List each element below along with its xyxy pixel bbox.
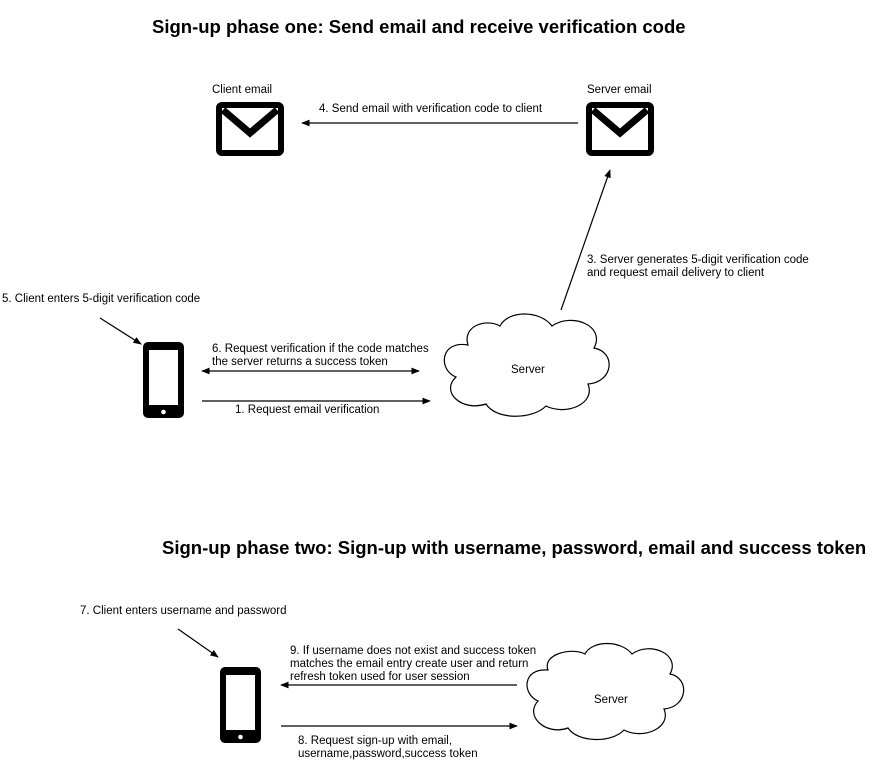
client-email-label: Client email [212, 84, 273, 96]
server-cloud-icon [443, 313, 610, 417]
step5-label: 5. Client enters 5-digit verification co… [2, 293, 201, 305]
step9-label: 9. If username does not exist and succes… [290, 645, 537, 683]
step3-label: 3. Server generates 5-digit verification… [587, 254, 809, 279]
step1-label: 1. Request email verification [235, 404, 380, 416]
server-label: Server [511, 364, 545, 376]
arrow-step7 [177, 628, 219, 658]
server-cloud-icon-phase-two [526, 642, 685, 741]
server-email-label: Server email [587, 84, 652, 96]
arrow-step3 [560, 169, 611, 311]
client-mail-icon [216, 102, 284, 156]
client-phone-icon [143, 342, 184, 418]
step8-label: 8. Request sign-up with email, username,… [298, 735, 478, 760]
step6-label: 6. Request verification if the code matc… [212, 343, 429, 368]
phase-one-title: Sign-up phase one: Send email and receiv… [152, 16, 686, 37]
server-label-phase-two: Server [594, 694, 628, 706]
arrow-step5 [99, 317, 142, 345]
step4-label: 4. Send email with verification code to … [319, 103, 543, 115]
phase-two-title: Sign-up phase two: Sign-up with username… [162, 537, 867, 558]
step7-label: 7. Client enters username and password [80, 605, 287, 617]
client-phone-icon-phase-two [220, 667, 261, 743]
server-mail-icon [586, 102, 654, 156]
